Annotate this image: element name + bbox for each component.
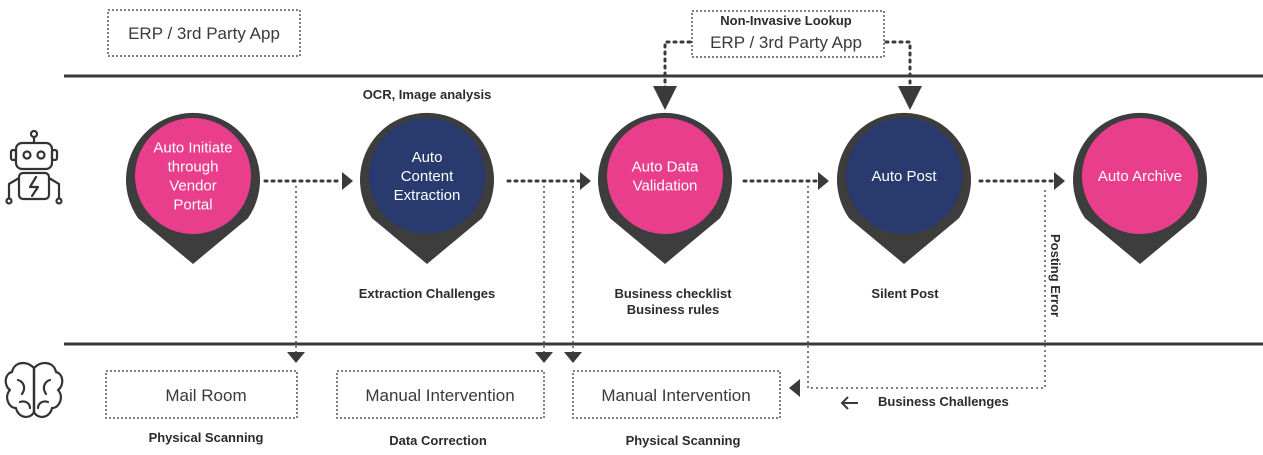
lookup-box-title: Non-Invasive Lookup: [720, 13, 852, 28]
erp-box-top-label: ERP / 3rd Party App: [128, 24, 280, 43]
stage-pin-5: Auto Archive: [1073, 112, 1207, 264]
note-post: Silent Post: [871, 286, 939, 301]
manual-box-2-label: Manual Intervention: [365, 386, 514, 405]
robot-icon: [5, 129, 63, 205]
note-validation-1: Business checklist: [614, 286, 732, 301]
posting-error-loop: [807, 186, 1046, 389]
stage-label-line: Auto: [412, 149, 443, 166]
stage-label-line: Validation: [633, 178, 698, 195]
manual-box-1-label: Mail Room: [165, 386, 246, 405]
stage-label-line: Auto Data: [632, 159, 699, 176]
note-extraction: Extraction Challenges: [359, 286, 496, 301]
stage-circle: [1082, 118, 1198, 234]
ocr-note: OCR, Image analysis: [363, 87, 492, 102]
business-challenges-label: Business Challenges: [878, 394, 1009, 409]
stage-circle: [607, 118, 723, 234]
stage-label-line: Vendor: [169, 178, 217, 195]
manual-box-intervention-1: Manual Intervention: [336, 370, 545, 419]
stage-label-line: Auto Archive: [1098, 168, 1182, 185]
manual-box-2-caption: Data Correction: [389, 433, 487, 448]
stage-circle: [135, 118, 251, 234]
business-challenges-arrow: [840, 396, 858, 410]
stage-pin-4: Auto Post: [836, 112, 971, 264]
stage-label-line: through: [168, 159, 219, 176]
note-posting-error: Posting Error: [1048, 234, 1063, 317]
manual-box-1-caption: Physical Scanning: [149, 430, 264, 445]
stage-label-line: Auto Post: [871, 168, 937, 185]
manual-box-intervention-2: Manual Intervention: [572, 370, 781, 419]
stage-circle: [846, 118, 962, 234]
manual-box-3-label: Manual Intervention: [601, 386, 750, 405]
lookup-arrow-validation: [653, 40, 692, 110]
stage-label-line: Auto Initiate: [153, 140, 232, 157]
note-validation-2: Business rules: [627, 302, 720, 317]
manual-box-mail-room: Mail Room: [105, 370, 298, 419]
erp-box-top: ERP / 3rd Party App: [107, 9, 301, 57]
lookup-box-label: ERP / 3rd Party App: [710, 33, 862, 52]
stage-label-line: Content: [401, 168, 454, 185]
stage-label-line: Extraction: [394, 187, 461, 204]
manual-box-3-caption: Physical Scanning: [626, 433, 741, 448]
brain-icon: [4, 362, 64, 418]
lookup-box: Non-Invasive Lookup ERP / 3rd Party App: [691, 10, 885, 58]
stage-circle: [369, 118, 485, 234]
lookup-arrow-post: [884, 40, 922, 110]
stage-label-line: Portal: [173, 197, 212, 214]
